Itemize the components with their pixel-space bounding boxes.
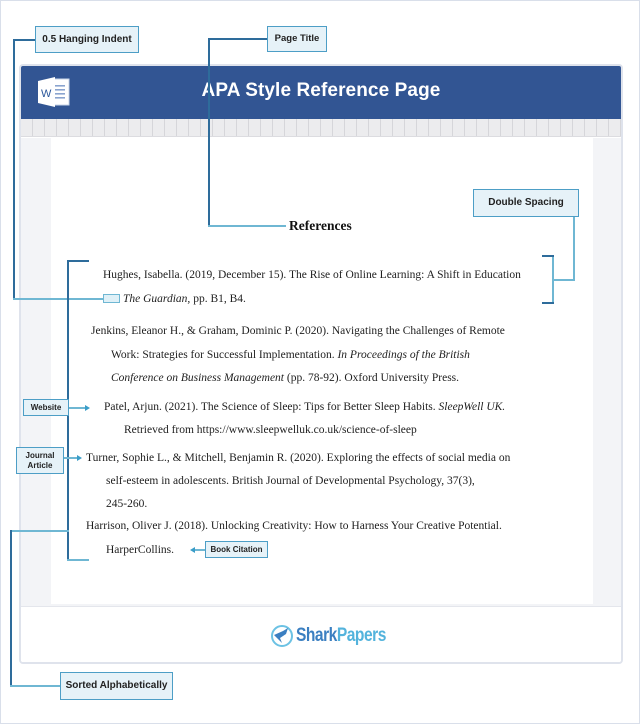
word-window: W APA Style Reference Page SharkPapers [19, 64, 623, 664]
bracket-sorted [67, 260, 89, 262]
entry-patel-line-1: Patel, Arjun. (2021). The Science of Sle… [104, 401, 506, 413]
entry-jenkins-line-3: Conference on Business Management (pp. 7… [111, 372, 460, 384]
callout-website: Website [23, 399, 69, 416]
ruler [21, 119, 621, 137]
callout-book-citation: Book Citation [205, 541, 268, 558]
window-title: APA Style Reference Page [201, 80, 441, 101]
connector-hanging-indent [13, 298, 103, 300]
entry-harrison-line-2: HarperCollins. [106, 544, 175, 556]
connector-hanging-indent [13, 39, 35, 41]
connector-website [69, 407, 87, 409]
connector-page-title [208, 225, 286, 227]
arrow-right-icon [77, 455, 82, 461]
connector-double-spacing [554, 279, 575, 281]
bracket-double-spacing [552, 255, 554, 304]
bracket-sorted [67, 559, 89, 561]
connector-sorted [10, 530, 12, 687]
title-bar: W APA Style Reference Page [21, 66, 621, 119]
entry-patel-line-2: Retrieved from https://www.sleepwelluk.c… [124, 424, 417, 436]
entry-turner-line-3: 245-260. [106, 498, 148, 510]
word-icon: W [38, 77, 70, 107]
entry-turner-line-2: self-esteem in adolescents. British Jour… [106, 475, 475, 487]
entry-jenkins-line-2: Work: Strategies for Successful Implemen… [111, 349, 470, 361]
entry-harrison-line-1: Harrison, Oliver J. (2018). Unlocking Cr… [86, 520, 502, 532]
bracket-double-spacing [542, 302, 554, 304]
connector-sorted [11, 530, 69, 532]
connector-sorted [10, 685, 60, 687]
connector-hanging-indent [13, 39, 15, 299]
entry-hughes-line-1: Hughes, Isabella. (2019, December 15). T… [103, 269, 521, 281]
arrow-left-icon [190, 547, 195, 553]
entry-turner-line-1: Turner, Sophie L., & Mitchell, Benjamin … [86, 452, 511, 464]
references-heading: References [289, 218, 352, 233]
connector-book-citation [194, 549, 205, 551]
indent-marker [103, 294, 120, 303]
entry-hughes-line-2: The Guardian, pp. B1, B4. [123, 293, 246, 305]
callout-page-title: Page Title [267, 26, 327, 52]
shark-icon [271, 625, 293, 647]
connector-page-title [208, 38, 267, 40]
callout-sorted-alphabetically: Sorted Alphabetically [60, 672, 173, 700]
callout-double-spacing: Double Spacing [473, 189, 579, 217]
logo-text: SharkPapers [296, 625, 386, 646]
bracket-double-spacing [542, 255, 554, 257]
connector-double-spacing [573, 217, 575, 280]
connector-journal-article [64, 457, 78, 459]
footer: SharkPapers [21, 606, 621, 662]
svg-text:W: W [41, 88, 52, 100]
arrow-right-icon [85, 405, 90, 411]
entry-jenkins-line-1: Jenkins, Eleanor H., & Graham, Dominic P… [91, 325, 505, 337]
sharkpapers-logo: SharkPapers [271, 622, 406, 650]
callout-hanging-indent: 0.5 Hanging Indent [35, 26, 139, 53]
connector-page-title [208, 38, 210, 227]
callout-journal-article: Journal Article [16, 447, 64, 474]
